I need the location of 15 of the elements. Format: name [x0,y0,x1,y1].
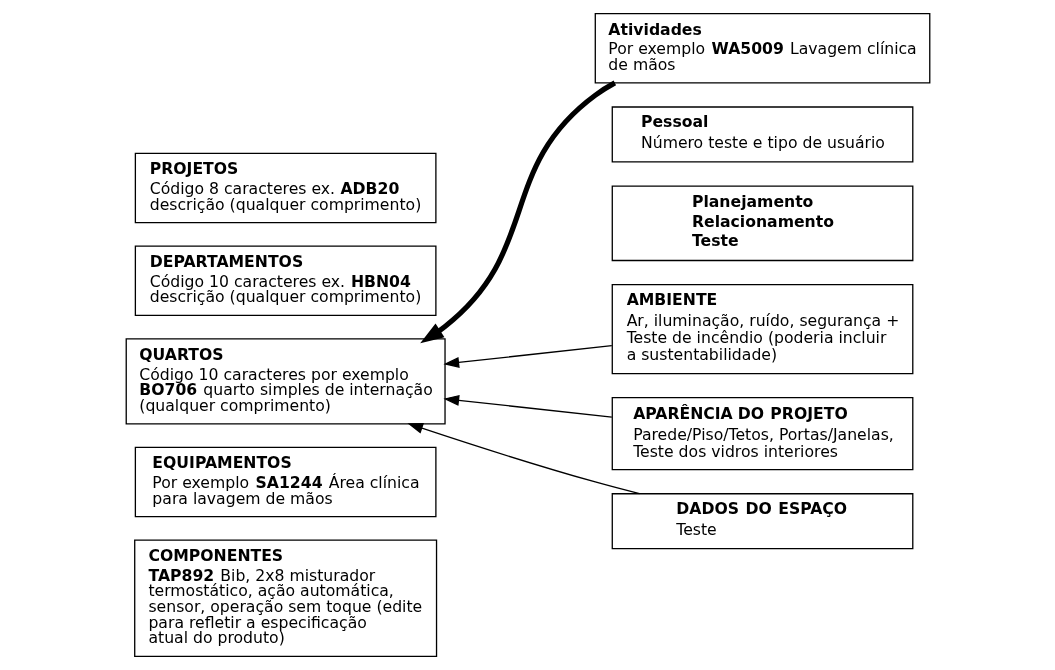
arrow [406,423,640,495]
arrow [442,394,612,418]
node-box: APARÊNCIA DO PROJETO Parede/Piso/Tetos, Portas/Janelas, Teste dos vidros interiores [611,397,913,471]
node-box: PROJETOS Código 8 caracteres ex. ADB20 descrição (qualquer comprimento) [134,152,437,224]
node-box: QUARTOS Código 10 caracteres por exemplo BO706 quarto simples de internação (qualquer comprimento) [125,338,446,425]
node-box: EQUIPAMENTOS Por exemplo SA1244 Área clínica para lavagem de mãos [134,446,437,518]
arrow [442,344,612,368]
node-box: DEPARTAMENTOS Código 10 caracteres ex. HBN04 descrição (qualquer comprimento) [134,245,437,317]
node-box: Atividades Por exemplo WA5009 Lavagem clínica de mãos [594,12,930,84]
node-box: Pessoal Número teste e tipo de usuário [611,106,913,163]
node-box: DADOS DO ESPAÇO Teste [611,493,913,550]
arrow [419,80,616,344]
node-box: Planejamento Relacionamento Teste [611,185,913,262]
node-box: AMBIENTE Ar, iluminação, ruído, segurança + Teste de incêndio (poderia incluir a sustentabilidade) [611,284,913,375]
node-box: COMPONENTES TAP892 Bib, 2x8 misturador termostático, ação automática, sensor, operação sem toque (edite para refletir a especificação atual do produto) [133,539,437,658]
